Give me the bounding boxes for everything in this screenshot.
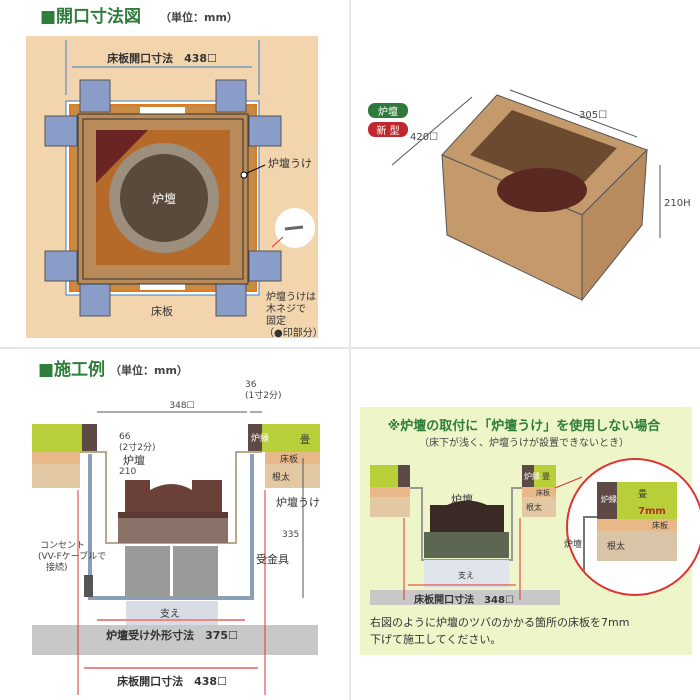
divider-horizontal	[0, 347, 700, 349]
support	[424, 560, 509, 588]
svg-text:36: 36	[245, 380, 257, 390]
rodan	[120, 154, 208, 242]
floor-label: 床板	[151, 304, 173, 318]
opening-dimension: 床板開口寸法 438☐	[117, 674, 227, 688]
panel-title: ■施工例	[38, 359, 105, 380]
svg-text:根太: 根太	[272, 471, 290, 483]
svg-text:右図のように炉壇のツバのかかる箇所の床板を7mm: 右図のように炉壇のツバのかかる箇所の床板を7mm	[370, 615, 629, 629]
product-view: 炉壇 新 型 305☐ 420☐ 210H	[352, 0, 700, 346]
svg-text:（床下が浅く、炉壇うけが設置できないとき）: （床下が浅く、炉壇うけが設置できないとき）	[419, 436, 629, 449]
depth-dimension: 420☐	[410, 132, 438, 143]
svg-text:炉壇: 炉壇	[123, 453, 145, 467]
svg-text:新 型: 新 型	[376, 124, 399, 137]
outlet-label: コンセント (VV-Fケーブルで 接続)	[38, 540, 106, 573]
svg-text:畳: 畳	[638, 489, 647, 500]
svg-text:335: 335	[282, 530, 299, 540]
svg-text:固定: 固定	[266, 314, 286, 327]
rodan-uke-label: 炉壇うけ	[268, 156, 312, 170]
ground	[32, 625, 318, 655]
svg-text:床板: 床板	[280, 453, 298, 465]
svg-text:接続): 接続)	[46, 561, 68, 573]
construction-example: ■施工例 （単位：mm） 炉縁 畳 床板 根太 支え 348☐ 36 (1寸2分…	[0, 350, 348, 700]
svg-text:受金具: 受金具	[256, 552, 289, 566]
floor-opening-label: 床板開口寸法 438☐	[107, 51, 217, 65]
outer-dimension: 炉壇受け外形寸法 375☐	[106, 628, 238, 642]
badge-new	[368, 122, 408, 137]
rodan-body	[125, 480, 222, 512]
floor-board	[265, 452, 320, 464]
rodan-top	[497, 168, 587, 212]
svg-text:炉壇: 炉壇	[564, 538, 582, 550]
svg-text:支え: 支え	[458, 570, 474, 580]
svg-text:根太: 根太	[526, 502, 542, 512]
mounting-brackets	[44, 79, 282, 317]
width-dimension: 305☐	[579, 110, 607, 121]
without-uke-note: ※炉壇の取付に「炉壇うけ」を使用しない場合 （床下が浅く、炉壇うけが設置できない…	[352, 350, 700, 700]
svg-text:210: 210	[119, 467, 136, 477]
badge-rodan	[368, 103, 408, 118]
svg-text:炉壇うけ: 炉壇うけ	[276, 495, 320, 509]
rodan-body	[430, 500, 504, 532]
tatami	[262, 424, 320, 452]
svg-text:（●印部分）: （●印部分）	[264, 326, 323, 339]
svg-text:コンセント: コンセント	[40, 540, 85, 551]
opening-dimension-diagram: ■開口寸法図 （単位：mm） 床板開口寸法 438☐ 炉壇 炉壇うけ 床板 炉壇…	[0, 0, 348, 346]
svg-text:畳: 畳	[542, 472, 550, 481]
svg-text:床板: 床板	[536, 488, 550, 497]
svg-text:床板: 床板	[652, 520, 668, 530]
svg-text:※炉壇の取付に「炉壇うけ」を使用しない場合: ※炉壇の取付に「炉壇うけ」を使用しない場合	[388, 418, 662, 434]
svg-text:根太: 根太	[607, 540, 625, 552]
svg-text:348☐: 348☐	[169, 401, 194, 411]
box-side	[581, 148, 648, 302]
screw-note: 炉壇うけは 木ネジで 固定 （●印部分）	[264, 290, 323, 339]
svg-text:炉壇: 炉壇	[451, 492, 473, 506]
divider-vertical	[349, 0, 351, 700]
svg-text:(VV-Fケーブルで: (VV-Fケーブルで	[38, 550, 106, 562]
7mm-dimension: 7mm	[638, 506, 666, 517]
joist	[265, 464, 320, 488]
svg-text:木ネジで: 木ネジで	[266, 303, 306, 315]
unit-label: （単位：mm）	[160, 10, 238, 24]
svg-text:支え: 支え	[160, 608, 180, 620]
svg-text:下げて施工してください。: 下げて施工してください。	[370, 633, 501, 646]
svg-text:炉縁: 炉縁	[524, 471, 540, 481]
svg-text:炉壇: 炉壇	[378, 105, 398, 118]
height-dimension: 210H	[664, 198, 691, 209]
svg-text:66: 66	[119, 432, 131, 442]
svg-text:(1寸2分): (1寸2分)	[245, 389, 281, 401]
panel-title: ■開口寸法図	[40, 6, 141, 27]
rodan-label: 炉壇	[152, 191, 176, 206]
svg-text:炉壇うけは: 炉壇うけは	[266, 290, 316, 303]
svg-text:炉縁: 炉縁	[601, 494, 617, 504]
outlet-icon	[84, 575, 93, 597]
svg-text:炉縁: 炉縁	[251, 432, 269, 444]
svg-text:床板開口寸法 348☐: 床板開口寸法 348☐	[414, 593, 514, 606]
unit-label: （単位：mm）	[110, 363, 188, 377]
robuchi	[248, 424, 262, 452]
svg-text:(2寸2分): (2寸2分)	[119, 441, 155, 453]
rodan-uke	[88, 454, 254, 600]
control-panel	[96, 130, 148, 183]
bracket	[125, 546, 170, 598]
svg-text:畳: 畳	[300, 434, 310, 446]
